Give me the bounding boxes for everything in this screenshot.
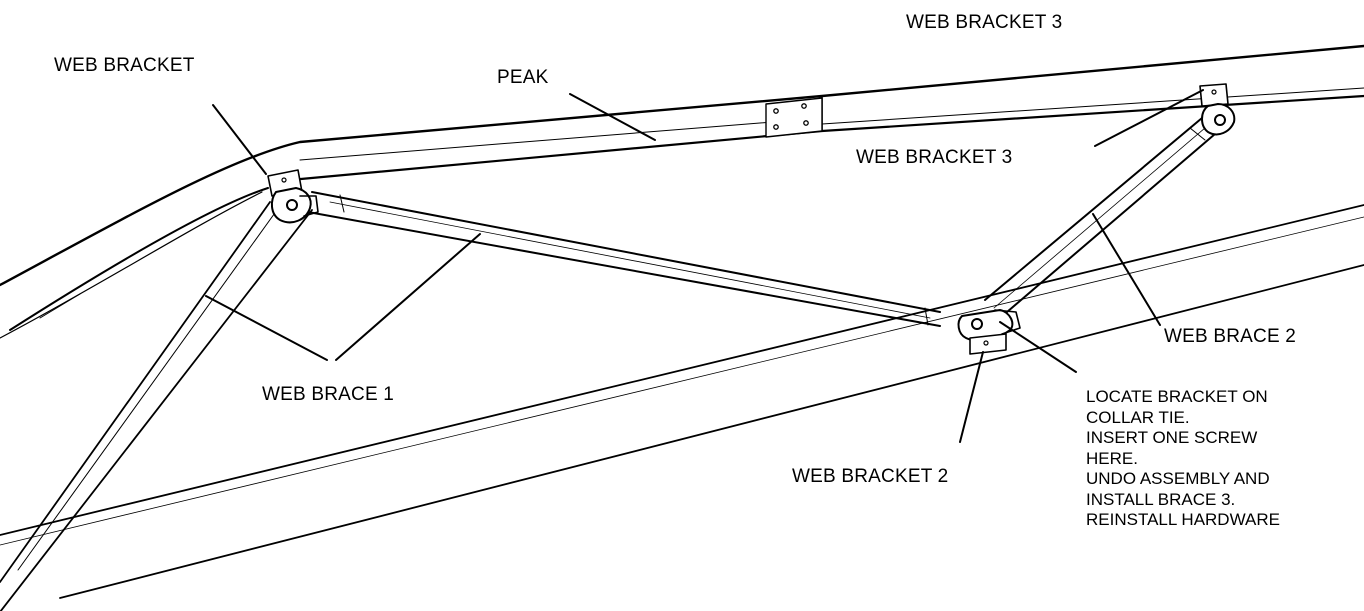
left-rafter	[0, 187, 269, 339]
label-web-brace-2: WEB BRACE 2	[1164, 326, 1297, 347]
note-line: REINSTALL HARDWARE	[1086, 510, 1280, 529]
label-web-bracket-3-top: WEB BRACKET 3	[906, 12, 1063, 33]
left-stud	[0, 201, 313, 611]
peak-splice-plate	[765, 97, 823, 138]
label-web-brace-1: WEB BRACE 1	[262, 384, 395, 405]
note-line: UNDO ASSEMBLY AND	[1086, 469, 1270, 488]
label-web-bracket-3: WEB BRACKET 3	[856, 147, 1013, 168]
leader-lines	[205, 89, 1204, 443]
assembly-note: LOCATE BRACKET ON COLLAR TIE. INSERT ONE…	[1086, 387, 1280, 531]
note-line: INSTALL BRACE 3.	[1086, 489, 1236, 509]
label-web-bracket-left: WEB BRACKET	[54, 55, 195, 76]
web-bracket-3-part	[1199, 83, 1236, 136]
note-line: INSERT ONE SCREW	[1086, 428, 1258, 447]
web-bracket-2-part	[957, 309, 1021, 355]
web-brace-1-member	[307, 191, 941, 327]
label-web-bracket-2: WEB BRACKET 2	[792, 466, 949, 487]
note-line: LOCATE BRACKET ON	[1086, 387, 1268, 406]
web-bracket-left	[267, 169, 319, 224]
note-line: COLLAR TIE.	[1086, 407, 1190, 427]
collar-tie	[0, 204, 1364, 599]
note-line: HERE.	[1086, 448, 1138, 468]
web-brace-2-member	[984, 117, 1223, 319]
label-peak: PEAK	[497, 67, 549, 88]
peak-rafter	[0, 44, 1364, 287]
